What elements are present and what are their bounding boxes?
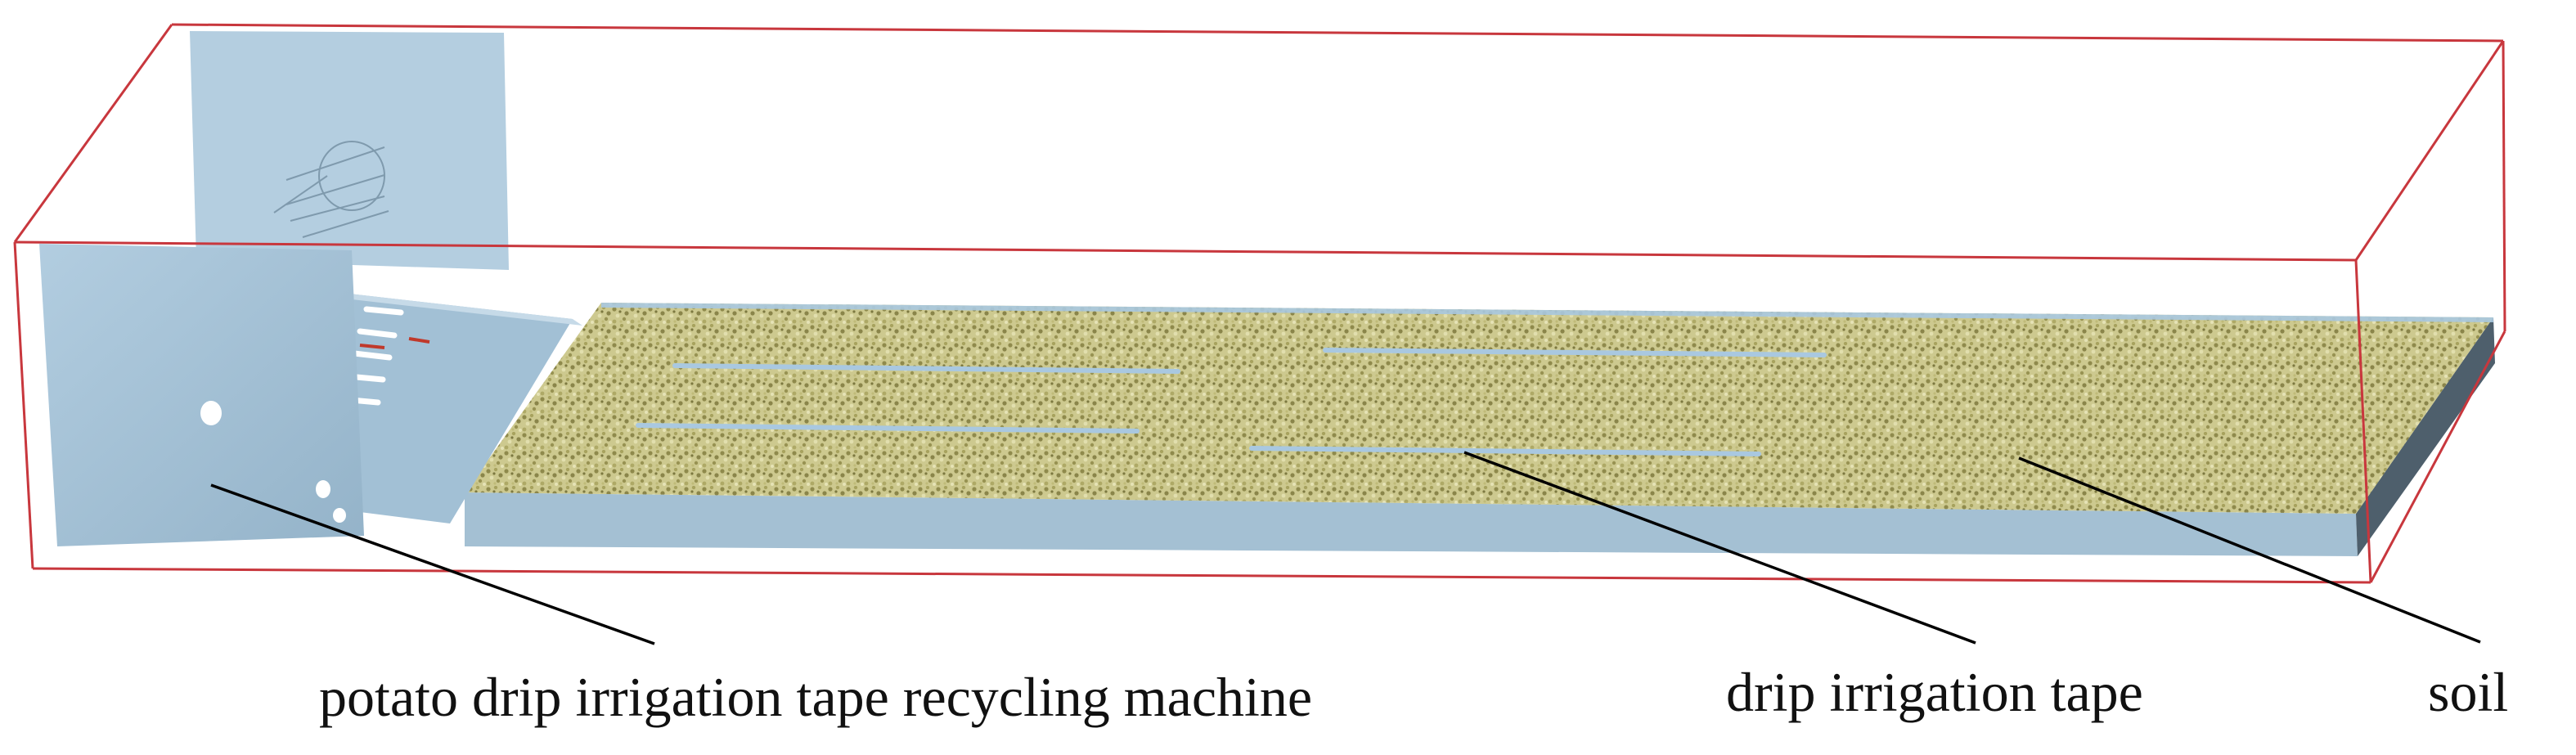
panel-hole: [200, 401, 222, 425]
leader-lines: [210, 451, 2481, 645]
leader-line-machine: [210, 483, 655, 645]
drip-irrigation-tapes: [636, 348, 1827, 456]
domain-box-back: [13, 23, 2506, 332]
soil-bed-front-face: [465, 492, 2358, 556]
soil-bed: [465, 303, 2495, 556]
tape-line: [1249, 446, 1761, 456]
leader-line-tape: [1463, 451, 1976, 645]
machine-rear-panel: [190, 31, 509, 270]
soil-bed-edge: [601, 303, 2493, 322]
tape-line: [672, 363, 1180, 374]
label-soil: soil: [2428, 661, 2509, 723]
soil-bed-top-surface: [465, 303, 2493, 514]
tape-line: [636, 423, 1140, 434]
label-recycling-machine: potato drip irrigation tape recycling ma…: [319, 666, 1313, 728]
panel-hole: [333, 508, 346, 523]
domain-box-front: [13, 240, 2506, 584]
roller-drum: [273, 141, 389, 238]
leader-line-soil: [2018, 456, 2481, 644]
soil-bed-end-face: [2356, 317, 2495, 556]
tape-line: [1323, 348, 1827, 357]
machine-front-panel: [39, 244, 364, 546]
label-drip-irrigation-tape: drip irrigation tape: [1726, 661, 2143, 723]
panel-hole: [316, 480, 330, 498]
